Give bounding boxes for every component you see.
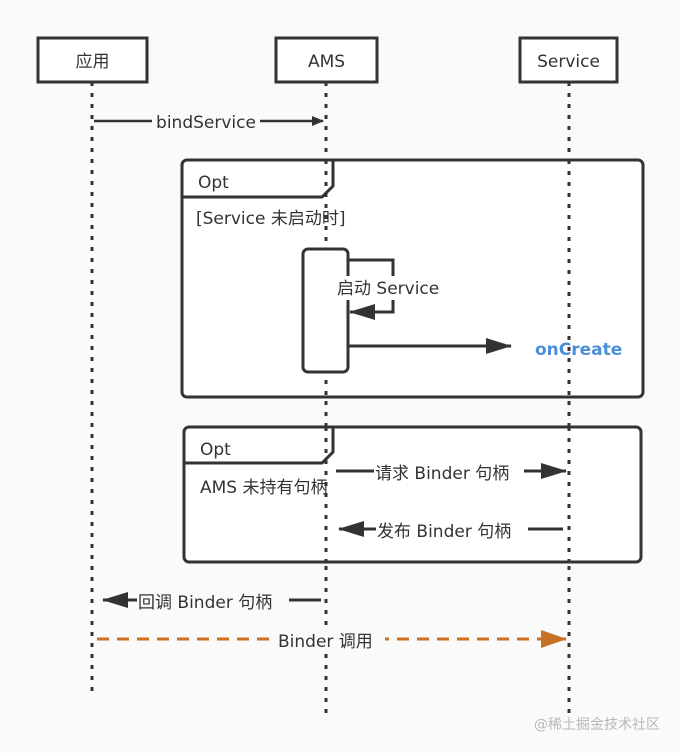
fragment-opt-1-guard: [Service 未启动时] bbox=[196, 209, 346, 229]
message-start-service-label: 启动 Service bbox=[337, 279, 439, 299]
message-on-create: onCreate bbox=[348, 338, 622, 360]
message-callback-binder-label: 回调 Binder 句柄 bbox=[138, 593, 272, 613]
participant-ams-label: AMS bbox=[308, 52, 345, 72]
participant-app[interactable]: 应用 bbox=[36, 36, 149, 84]
message-bind-service: bindService bbox=[94, 110, 324, 134]
message-binder-call-label: Binder 调用 bbox=[278, 632, 373, 652]
message-callback-binder: 回调 Binder 句柄 bbox=[102, 589, 321, 615]
watermark: @稀土掘金技术社区 bbox=[534, 717, 660, 733]
participant-app-label: 应用 bbox=[76, 52, 110, 72]
message-publish-binder: 发布 Binder 句柄 bbox=[338, 518, 563, 544]
message-bind-service-label: bindService bbox=[156, 113, 256, 133]
participant-service-label: Service bbox=[537, 52, 600, 72]
fragment-opt-1-operator: Opt bbox=[198, 173, 229, 193]
participant-service[interactable]: Service bbox=[518, 36, 619, 84]
message-on-create-label: onCreate bbox=[535, 340, 622, 360]
message-request-binder: 请求 Binder 句柄 bbox=[336, 460, 567, 486]
activation-ams bbox=[301, 247, 350, 374]
message-publish-binder-label: 发布 Binder 句柄 bbox=[377, 522, 511, 542]
fragment-opt-2-guard: AMS 未持有句柄 bbox=[200, 478, 328, 498]
message-binder-call: Binder 调用 bbox=[97, 628, 567, 654]
fragment-opt-2-operator: Opt bbox=[200, 440, 231, 460]
message-request-binder-label: 请求 Binder 句柄 bbox=[375, 464, 509, 484]
message-start-service: 启动 Service bbox=[336, 258, 450, 320]
participant-ams[interactable]: AMS bbox=[274, 36, 379, 84]
